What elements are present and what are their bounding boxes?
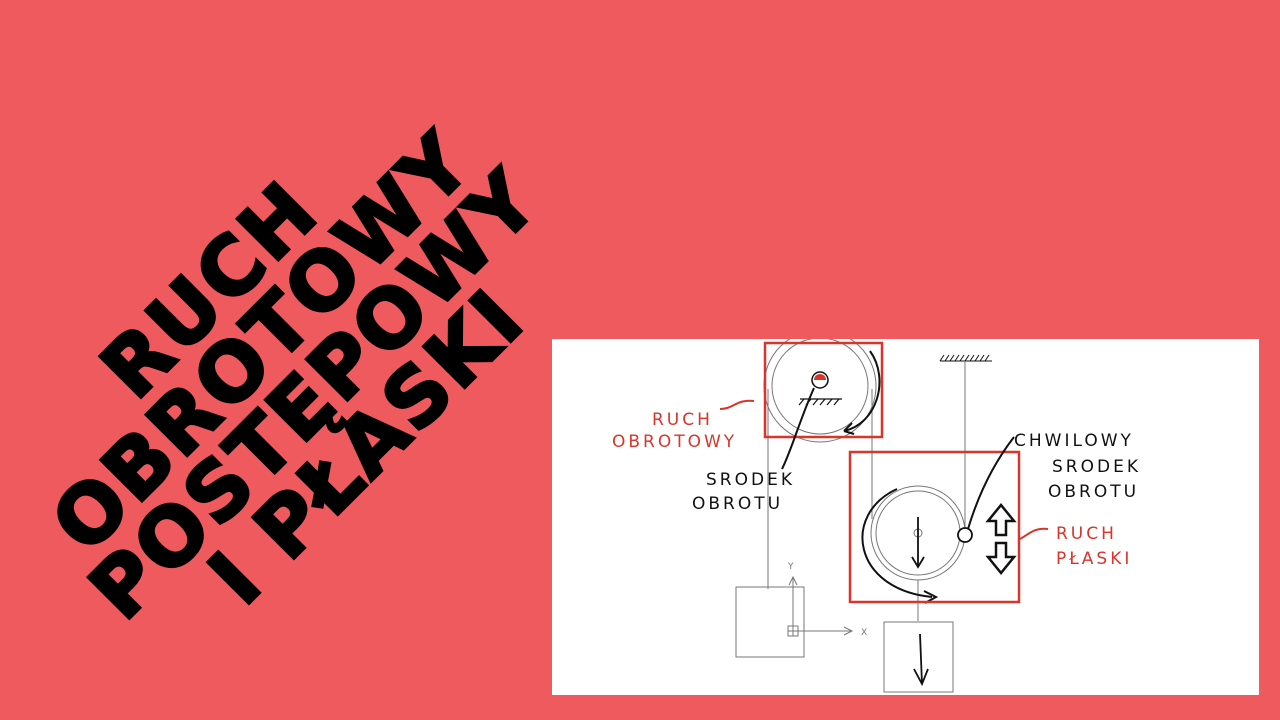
ruch-plaski-frame (848, 450, 1021, 604)
down-arrow-icon (985, 541, 1017, 575)
label-ruch-plaski-line1: RUCH (1056, 524, 1117, 544)
label-ruch-plaski-line2: PŁASKI (1056, 549, 1132, 569)
label-ruch-obrotowy-line2: OBROTOWY (612, 432, 737, 452)
rotation-center-fill (814, 374, 826, 380)
label-chwilowy-line1: CHWILOWY (1014, 431, 1134, 451)
right-weight (883, 621, 954, 693)
chwilowy-leader (967, 436, 1015, 530)
left-weight (735, 586, 805, 658)
instant-center-marker (957, 527, 973, 543)
velocity-arrow-icon (911, 517, 925, 569)
coordinate-axes (787, 575, 854, 637)
srodek-obrotu-leader (781, 387, 815, 470)
label-srodek-obrotu-line1: SRODEK (706, 470, 795, 490)
pulley-support (798, 398, 842, 406)
pulley-diagram: Y X RUCH OBROTOWY SRODEK OBROTU CHWILOWY… (612, 339, 1141, 693)
weight-arrow-icon (913, 633, 929, 687)
axis-x-label: X (861, 628, 867, 638)
label-ruch-obrotowy-line1: RUCH (652, 410, 713, 430)
up-arrow-icon (985, 503, 1017, 537)
axis-y-label: Y (787, 562, 794, 572)
rolling-arrow (861, 488, 933, 598)
ceiling-support (939, 354, 992, 362)
ruch-obrotowy-leader (719, 399, 755, 410)
ruch-obrotowy-frame (763, 341, 884, 439)
label-srodek-obrotu-line2: OBROTU (692, 494, 783, 514)
rotation-arrow (843, 350, 881, 432)
label-chwilowy-line3: OBROTU (1048, 482, 1139, 502)
title-text: RUCH OBROTOWY POSTĘPOWY I PŁASKI (0, 31, 627, 707)
ruch-plaski-leader (1019, 527, 1049, 540)
diagram-panel: Y X RUCH OBROTOWY SRODEK OBROTU CHWILOWY… (552, 339, 1259, 695)
label-chwilowy-line2: SRODEK (1052, 457, 1141, 477)
rotation-arrowhead (843, 422, 855, 435)
